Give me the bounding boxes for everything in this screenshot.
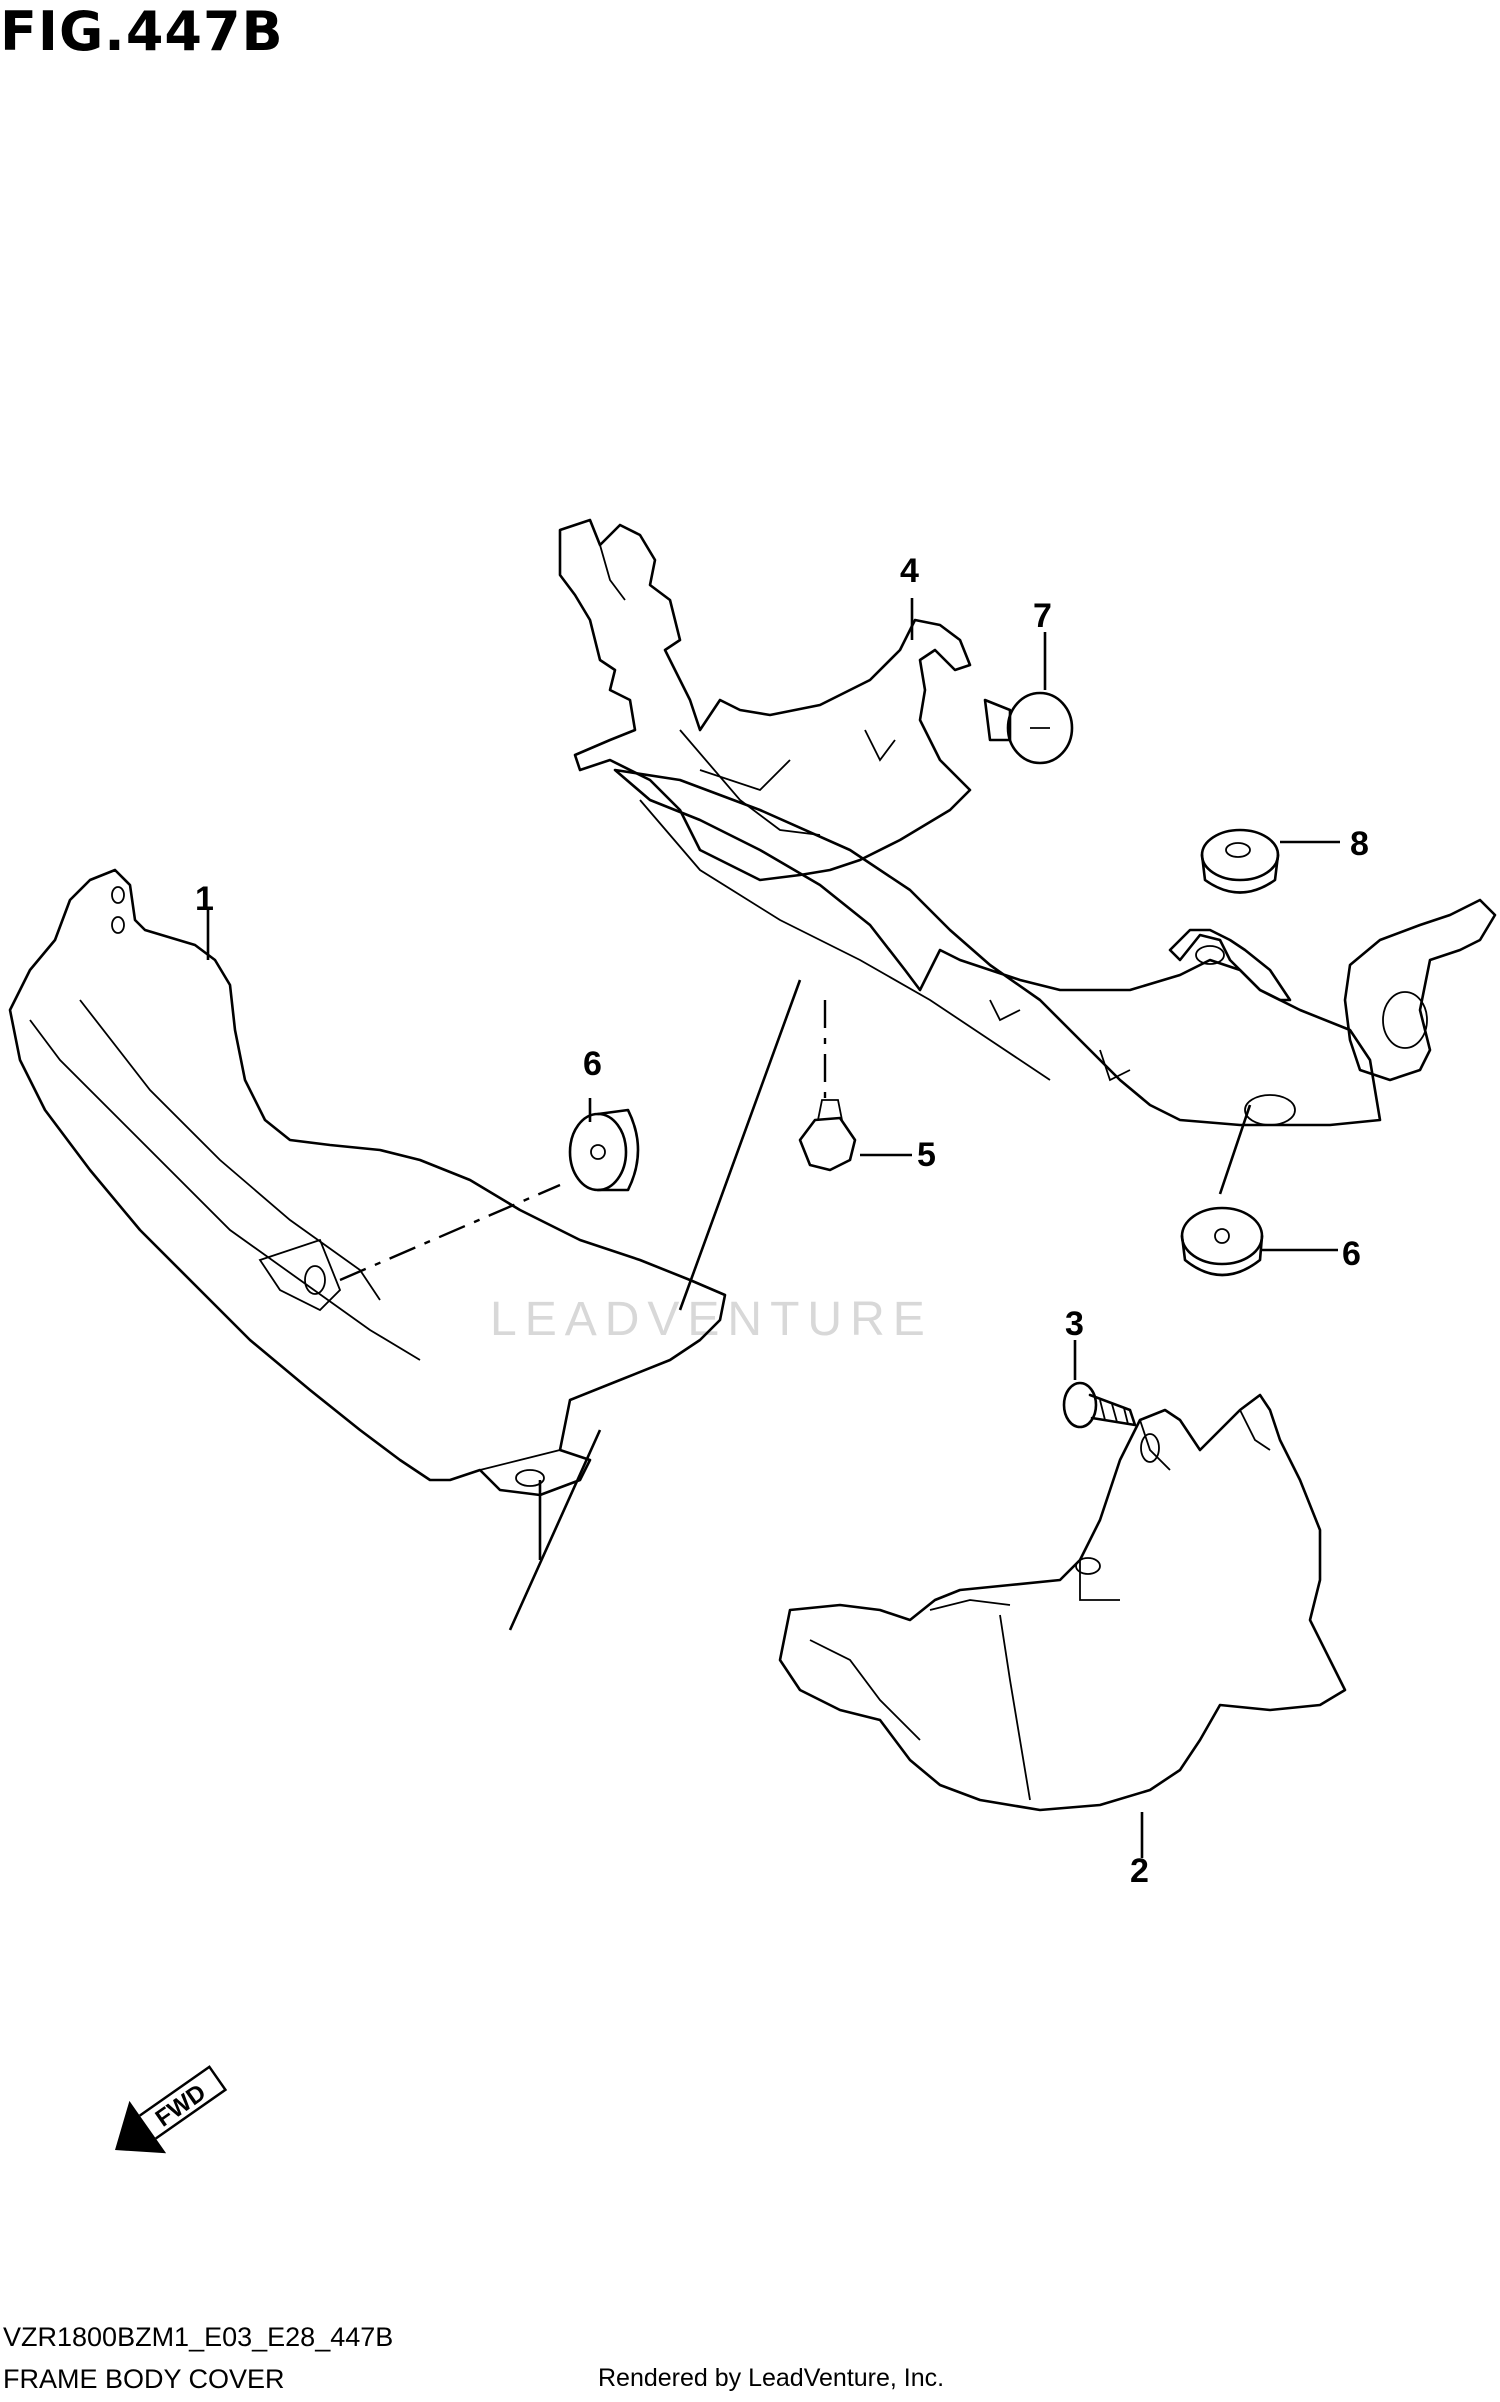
part-1-side-cover-left[interactable]: [8, 868, 727, 1497]
part-2-lower-cover[interactable]: [778, 1393, 1347, 1812]
callout-6-left: 6: [583, 1045, 602, 1083]
watermark: LEADVENTURE: [490, 1293, 933, 1346]
part-6-grommet-right[interactable]: [1180, 1206, 1264, 1277]
callout-6-right: 6: [1342, 1235, 1361, 1273]
part-4-crossbar[interactable]: [613, 768, 1497, 1127]
callout-5: 5: [917, 1136, 936, 1174]
figure-name: FRAME BODY COVER: [3, 2364, 285, 2394]
callout-8: 8: [1350, 825, 1369, 863]
fwd-arrow-icon: FWD: [115, 2065, 228, 2154]
render-credit: Rendered by LeadVenture, Inc.: [598, 2364, 945, 2392]
part-7-clip[interactable]: [983, 691, 1074, 765]
part-6-grommet-left[interactable]: [568, 1108, 640, 1192]
callout-2: 2: [1130, 1852, 1149, 1890]
callout-7: 7: [1033, 597, 1052, 635]
callout-3: 3: [1065, 1305, 1084, 1343]
part-5-rivet[interactable]: [798, 1099, 857, 1172]
callout-4: 4: [900, 552, 919, 590]
leader-lines: [206, 598, 1340, 1858]
figure-code: VZR1800BZM1_E03_E28_447B: [3, 2322, 394, 2352]
part-8-grommet[interactable]: [1200, 828, 1280, 894]
callout-1: 1: [195, 880, 214, 918]
part-3-screw[interactable]: [1062, 1381, 1137, 1429]
figure-title: FIG.447B: [0, 0, 284, 63]
part-4-frame-bracket[interactable]: [558, 518, 972, 882]
